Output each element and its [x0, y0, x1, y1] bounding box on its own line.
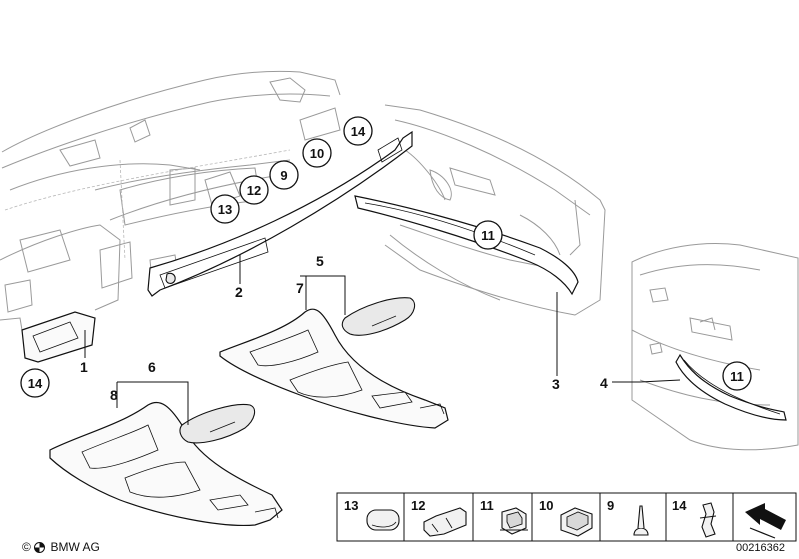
- copyright-symbol: ©: [22, 540, 31, 554]
- svg-text:14: 14: [351, 124, 366, 139]
- small-trim-piece: [21, 311, 96, 363]
- callout-4: 4: [600, 375, 608, 391]
- legend-9: 9: [607, 498, 614, 513]
- rear-door-ghost-outline: [631, 243, 799, 451]
- dashboard-trim-strip: [147, 130, 413, 297]
- push-pin-icon: [633, 505, 649, 536]
- callout-8: 8: [110, 387, 118, 403]
- circle-14-dash: 14: [343, 116, 373, 146]
- legend-14: 14: [672, 498, 687, 513]
- legend-13: 13: [344, 498, 358, 513]
- circle-12: 12: [239, 175, 269, 205]
- upper-console-lid: [341, 297, 416, 336]
- callout-labels: 1 2 3 4 5 6 7 8: [80, 253, 608, 403]
- spring-clip-icon: [699, 502, 717, 538]
- circle-11-front: 11: [473, 220, 503, 250]
- callout-2: 2: [235, 284, 243, 300]
- front-door-ghost-outline: [384, 104, 606, 316]
- svg-text:14: 14: [28, 376, 43, 391]
- dashboard-ghost-outline: [0, 70, 341, 331]
- rear-door-trim-strip: [675, 353, 787, 421]
- front-door-trim-strip: [354, 195, 579, 296]
- svg-text:10: 10: [310, 146, 324, 161]
- lower-center-console: [49, 401, 283, 527]
- circle-9: 9: [269, 160, 299, 190]
- diagram-id: 00216362: [736, 542, 785, 554]
- legend-11: 11: [480, 498, 494, 513]
- fastener-legend: 13 12 11 10 9 14: [336, 492, 797, 542]
- cap-icon: [366, 509, 400, 531]
- svg-text:11: 11: [481, 228, 495, 243]
- lower-console-lid: [179, 403, 256, 444]
- svg-text:12: 12: [247, 183, 261, 198]
- leader-lines: [84, 255, 681, 425]
- callout-3: 3: [552, 376, 560, 392]
- square-clip-icon: [500, 507, 528, 535]
- svg-text:9: 9: [280, 168, 287, 183]
- svg-text:11: 11: [730, 369, 744, 384]
- legend-10: 10: [539, 498, 553, 513]
- callout-7: 7: [296, 280, 304, 296]
- clip-bracket-icon: [423, 507, 467, 537]
- pointer-arrow-icon: [745, 503, 786, 539]
- brand-name: BMW AG: [50, 540, 100, 554]
- circle-13: 13: [210, 194, 240, 224]
- callout-1: 1: [80, 359, 88, 375]
- circle-14-trim: 14: [20, 368, 50, 398]
- expanding-clip-icon: [560, 507, 593, 537]
- callout-6: 6: [148, 359, 156, 375]
- upper-center-console: [219, 308, 449, 429]
- circle-10: 10: [302, 138, 332, 168]
- svg-text:13: 13: [218, 202, 232, 217]
- circled-labels: 14 10 9 12 13 11 14 11: [20, 116, 752, 398]
- bmw-logo-icon: [34, 542, 46, 553]
- callout-5: 5: [316, 253, 324, 269]
- legend-12: 12: [411, 498, 425, 513]
- brand-footer: © BMW AG: [22, 540, 100, 556]
- circle-11-rear: 11: [722, 361, 752, 391]
